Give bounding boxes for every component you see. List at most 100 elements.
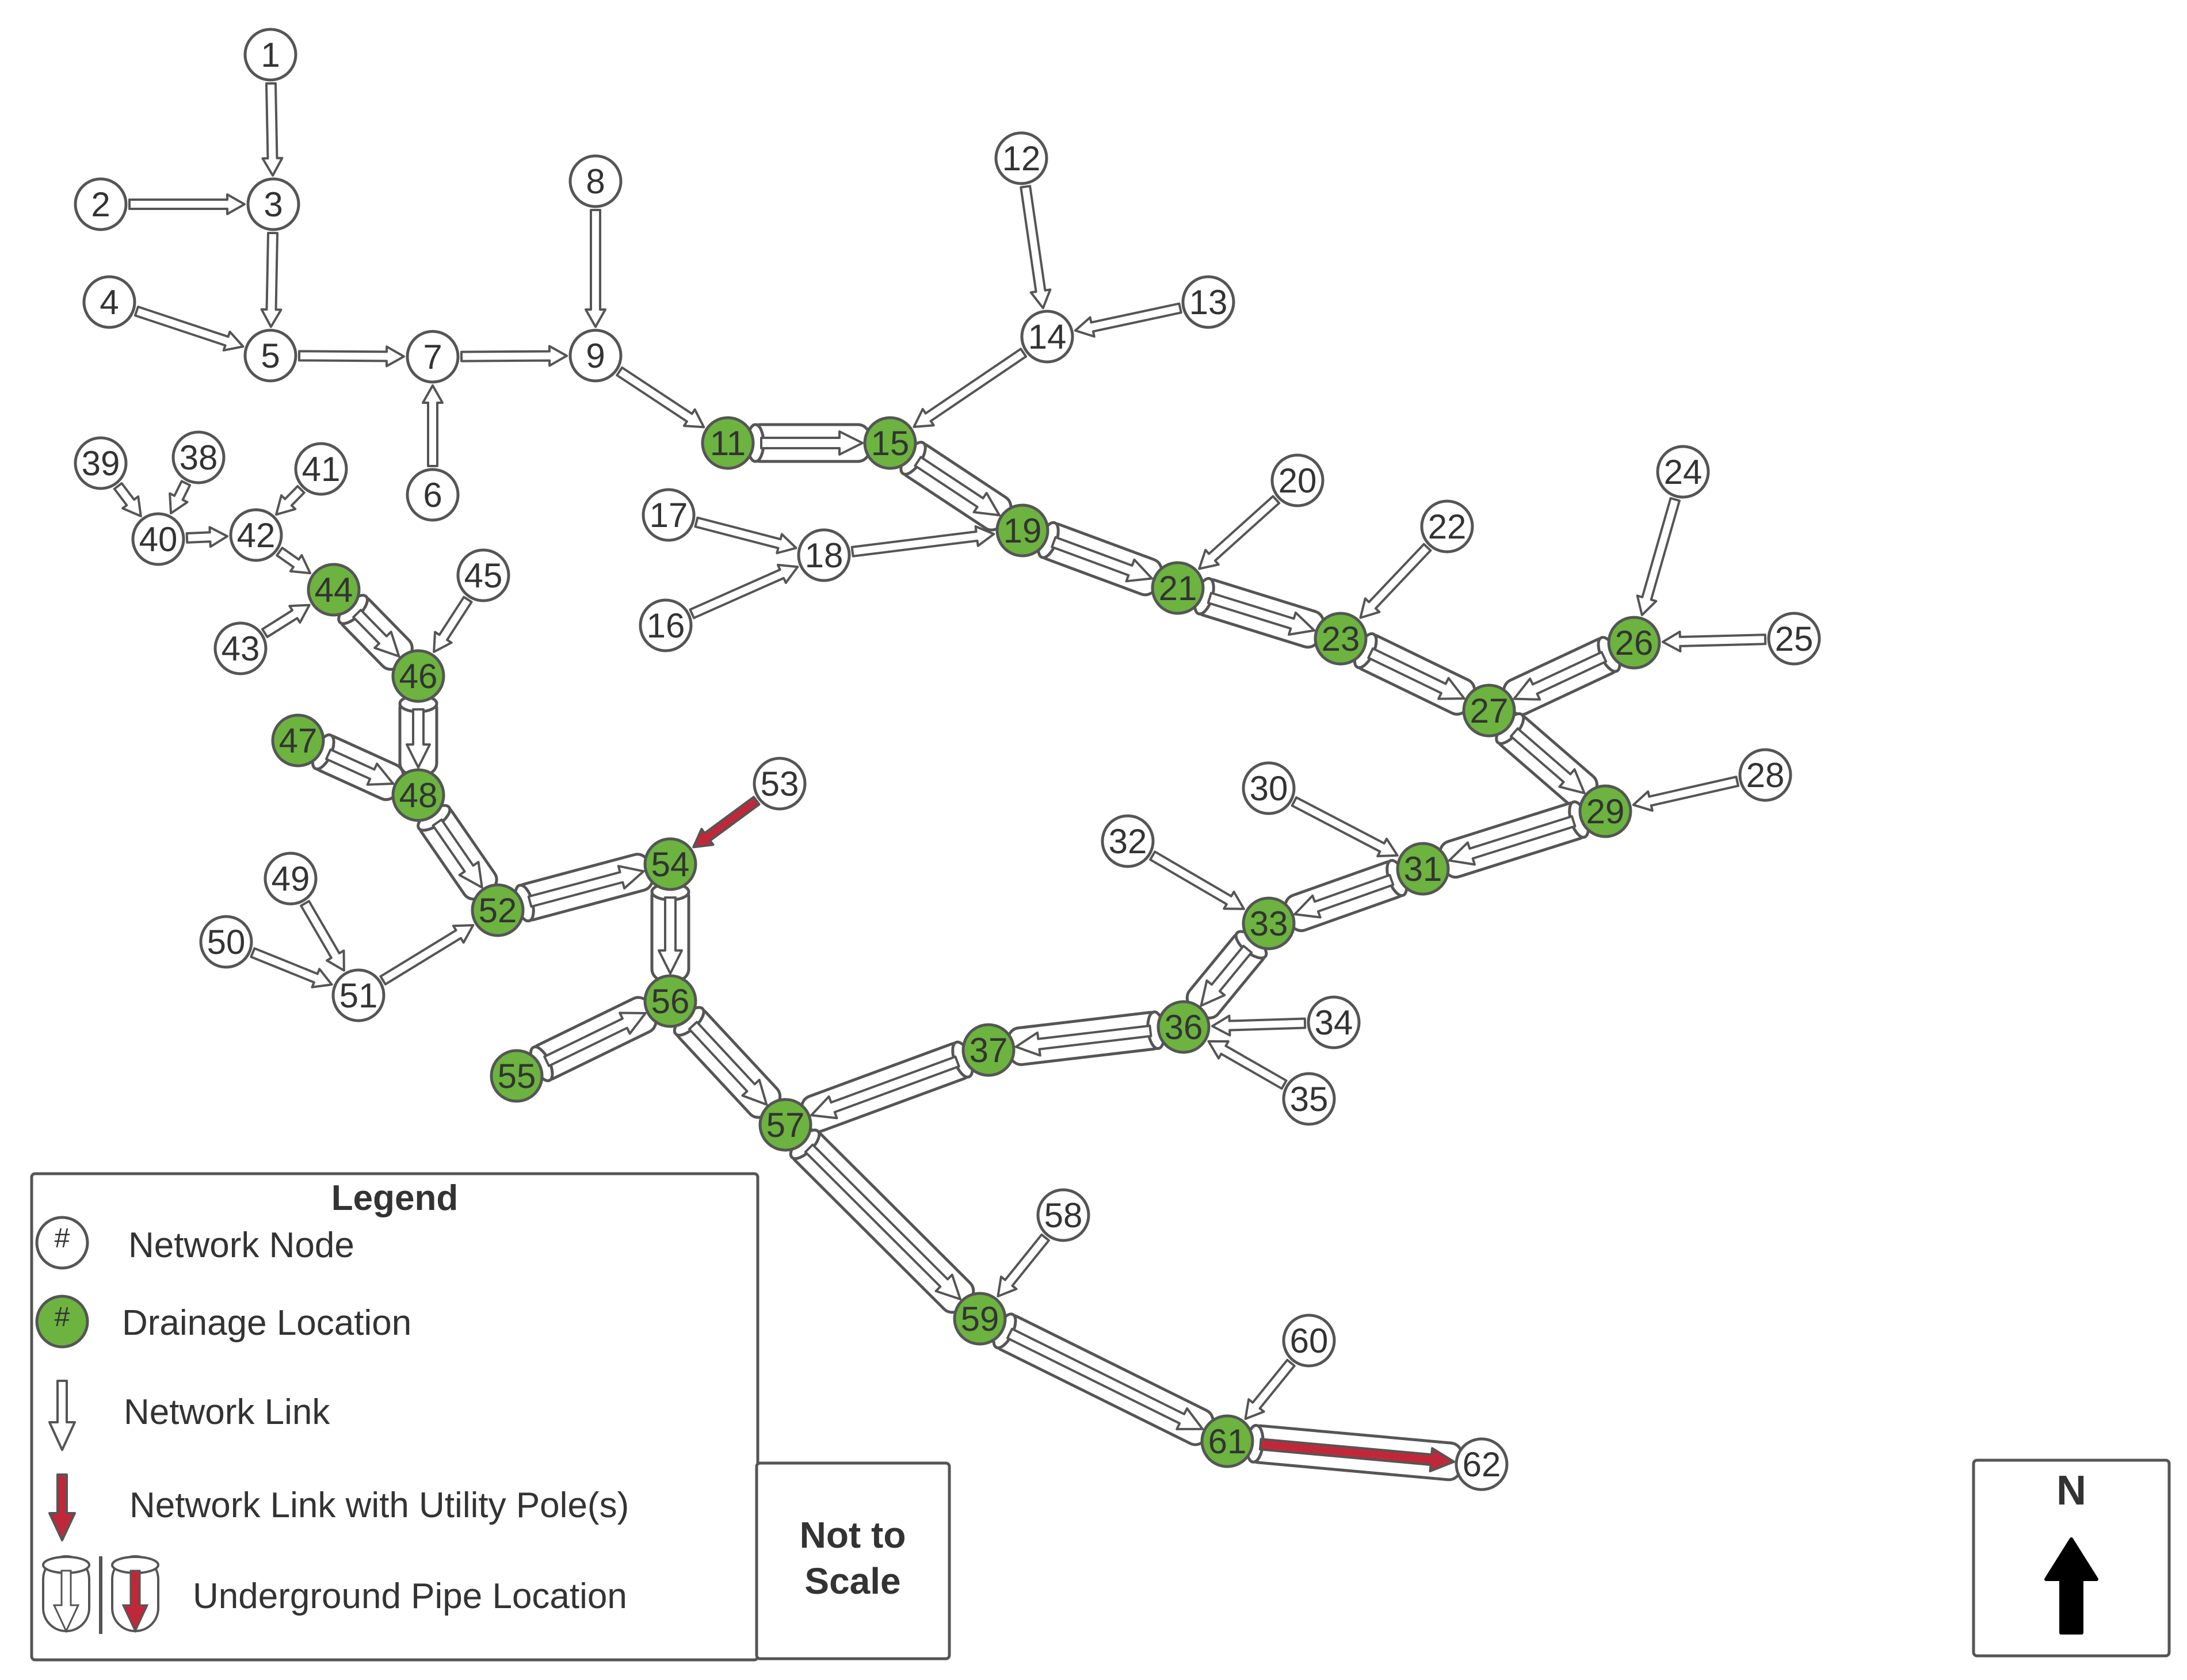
network-node-60: 60 bbox=[1282, 1314, 1336, 1368]
node-label: 45 bbox=[464, 556, 503, 595]
drainage-node-54: 54 bbox=[643, 837, 697, 891]
link-7-to-9 bbox=[460, 345, 568, 367]
drainage-node-37: 37 bbox=[961, 1023, 1016, 1077]
legend-pipe-swatch bbox=[42, 1555, 159, 1634]
drainage-node-59: 59 bbox=[953, 1292, 1007, 1346]
node-label: 13 bbox=[1189, 283, 1228, 322]
network-node-32: 32 bbox=[1101, 814, 1155, 868]
link-37-to-57-pipe bbox=[800, 1040, 974, 1133]
node-label: 34 bbox=[1315, 1003, 1353, 1042]
drainage-node-31: 31 bbox=[1396, 842, 1450, 896]
node-label: 43 bbox=[222, 629, 260, 668]
network-node-1: 1 bbox=[243, 28, 297, 82]
link-53-to-54 bbox=[692, 796, 761, 849]
node-label: 31 bbox=[1404, 850, 1442, 888]
network-node-28: 28 bbox=[1738, 748, 1792, 802]
network-node-41: 41 bbox=[294, 442, 348, 496]
drainage-node-26: 26 bbox=[1607, 616, 1661, 670]
node-label: 32 bbox=[1109, 822, 1147, 861]
node-label: 33 bbox=[1250, 904, 1288, 943]
drainage-node-21: 21 bbox=[1151, 561, 1205, 615]
node-label: 27 bbox=[1470, 692, 1509, 730]
node-label: 17 bbox=[650, 496, 688, 534]
node-label: 44 bbox=[315, 571, 353, 609]
node-label: 29 bbox=[1586, 792, 1625, 831]
node-label: 60 bbox=[1290, 1322, 1329, 1360]
node-label: 15 bbox=[871, 424, 910, 463]
network-node-9: 9 bbox=[568, 329, 623, 383]
node-label: 40 bbox=[139, 520, 178, 559]
link-20-to-21 bbox=[1198, 495, 1281, 570]
node-label: 8 bbox=[586, 162, 605, 201]
node-label: 49 bbox=[272, 860, 310, 898]
link-56-to-57-pipe bbox=[673, 1006, 782, 1119]
node-label: 7 bbox=[423, 338, 442, 376]
drainage-node-61: 61 bbox=[1200, 1414, 1254, 1468]
node-label: 37 bbox=[970, 1031, 1008, 1070]
north-indicator: N bbox=[1972, 1458, 2171, 1658]
drainage-node-27: 27 bbox=[1462, 684, 1516, 738]
link-42-to-44 bbox=[276, 547, 312, 575]
node-label: 16 bbox=[647, 606, 685, 645]
network-node-50: 50 bbox=[199, 915, 253, 969]
link-32-to-33 bbox=[1149, 850, 1245, 910]
drainage-node-15: 15 bbox=[863, 416, 917, 470]
node-label: 2 bbox=[91, 185, 110, 224]
node-label: 61 bbox=[1208, 1422, 1247, 1461]
legend-drain-swatch: # bbox=[35, 1295, 89, 1349]
scale-note-line2: Scale bbox=[804, 1560, 900, 1602]
node-label: 18 bbox=[805, 536, 843, 575]
link-58-to-59 bbox=[997, 1233, 1050, 1298]
link-51-to-52 bbox=[379, 924, 475, 986]
link-54-to-56-pipe bbox=[650, 882, 690, 982]
network-node-42: 42 bbox=[229, 508, 283, 562]
network-node-49: 49 bbox=[264, 852, 318, 906]
node-label: 50 bbox=[207, 923, 246, 961]
link-18-to-19 bbox=[850, 525, 995, 558]
node-label: 22 bbox=[1428, 507, 1467, 546]
legend-drain-label: Drainage Location bbox=[122, 1303, 411, 1343]
network-node-39: 39 bbox=[74, 436, 128, 490]
link-60-to-61 bbox=[1244, 1358, 1296, 1421]
node-label: 26 bbox=[1615, 624, 1654, 662]
legend-node-label: Network Node bbox=[128, 1225, 354, 1265]
network-node-13: 13 bbox=[1181, 275, 1235, 329]
node-label: 56 bbox=[651, 982, 690, 1021]
link-55-to-56-pipe bbox=[529, 996, 658, 1082]
legend-title: Legend bbox=[331, 1178, 458, 1218]
link-14-to-15 bbox=[913, 348, 1028, 428]
network-node-58: 58 bbox=[1036, 1188, 1090, 1242]
link-11-to-15-pipe bbox=[746, 423, 871, 463]
links-layer bbox=[113, 82, 1767, 1482]
link-2-to-3 bbox=[128, 193, 246, 215]
legend-frame bbox=[30, 1172, 759, 1662]
legend-drain-symbol: # bbox=[55, 1302, 70, 1332]
link-40-to-42 bbox=[185, 526, 229, 548]
link-33-to-36-pipe bbox=[1185, 930, 1268, 1020]
network-node-16: 16 bbox=[639, 598, 693, 652]
node-label: 4 bbox=[100, 283, 119, 322]
node-label: 3 bbox=[264, 185, 283, 224]
network-node-22: 22 bbox=[1420, 499, 1474, 553]
node-label: 20 bbox=[1278, 461, 1317, 500]
legend-node-swatch: # bbox=[35, 1216, 89, 1270]
node-label: 1 bbox=[261, 36, 280, 74]
node-label: 46 bbox=[399, 657, 438, 696]
legend-link-swatch bbox=[48, 1380, 76, 1451]
network-node-2: 2 bbox=[74, 177, 128, 231]
network-node-14: 14 bbox=[1020, 310, 1074, 364]
network-node-18: 18 bbox=[797, 528, 851, 582]
drainage-node-55: 55 bbox=[490, 1049, 544, 1103]
scale-note-line1: Not to bbox=[800, 1514, 906, 1556]
node-label: 6 bbox=[423, 476, 442, 514]
drainage-node-48: 48 bbox=[391, 768, 445, 822]
network-node-8: 8 bbox=[568, 154, 623, 208]
drainage-node-23: 23 bbox=[1314, 612, 1368, 666]
north-arrow-icon bbox=[2044, 1537, 2098, 1635]
link-9-to-11 bbox=[616, 366, 705, 429]
node-label: 51 bbox=[339, 976, 378, 1015]
network-node-24: 24 bbox=[1656, 445, 1710, 499]
drainage-node-56: 56 bbox=[643, 974, 697, 1028]
